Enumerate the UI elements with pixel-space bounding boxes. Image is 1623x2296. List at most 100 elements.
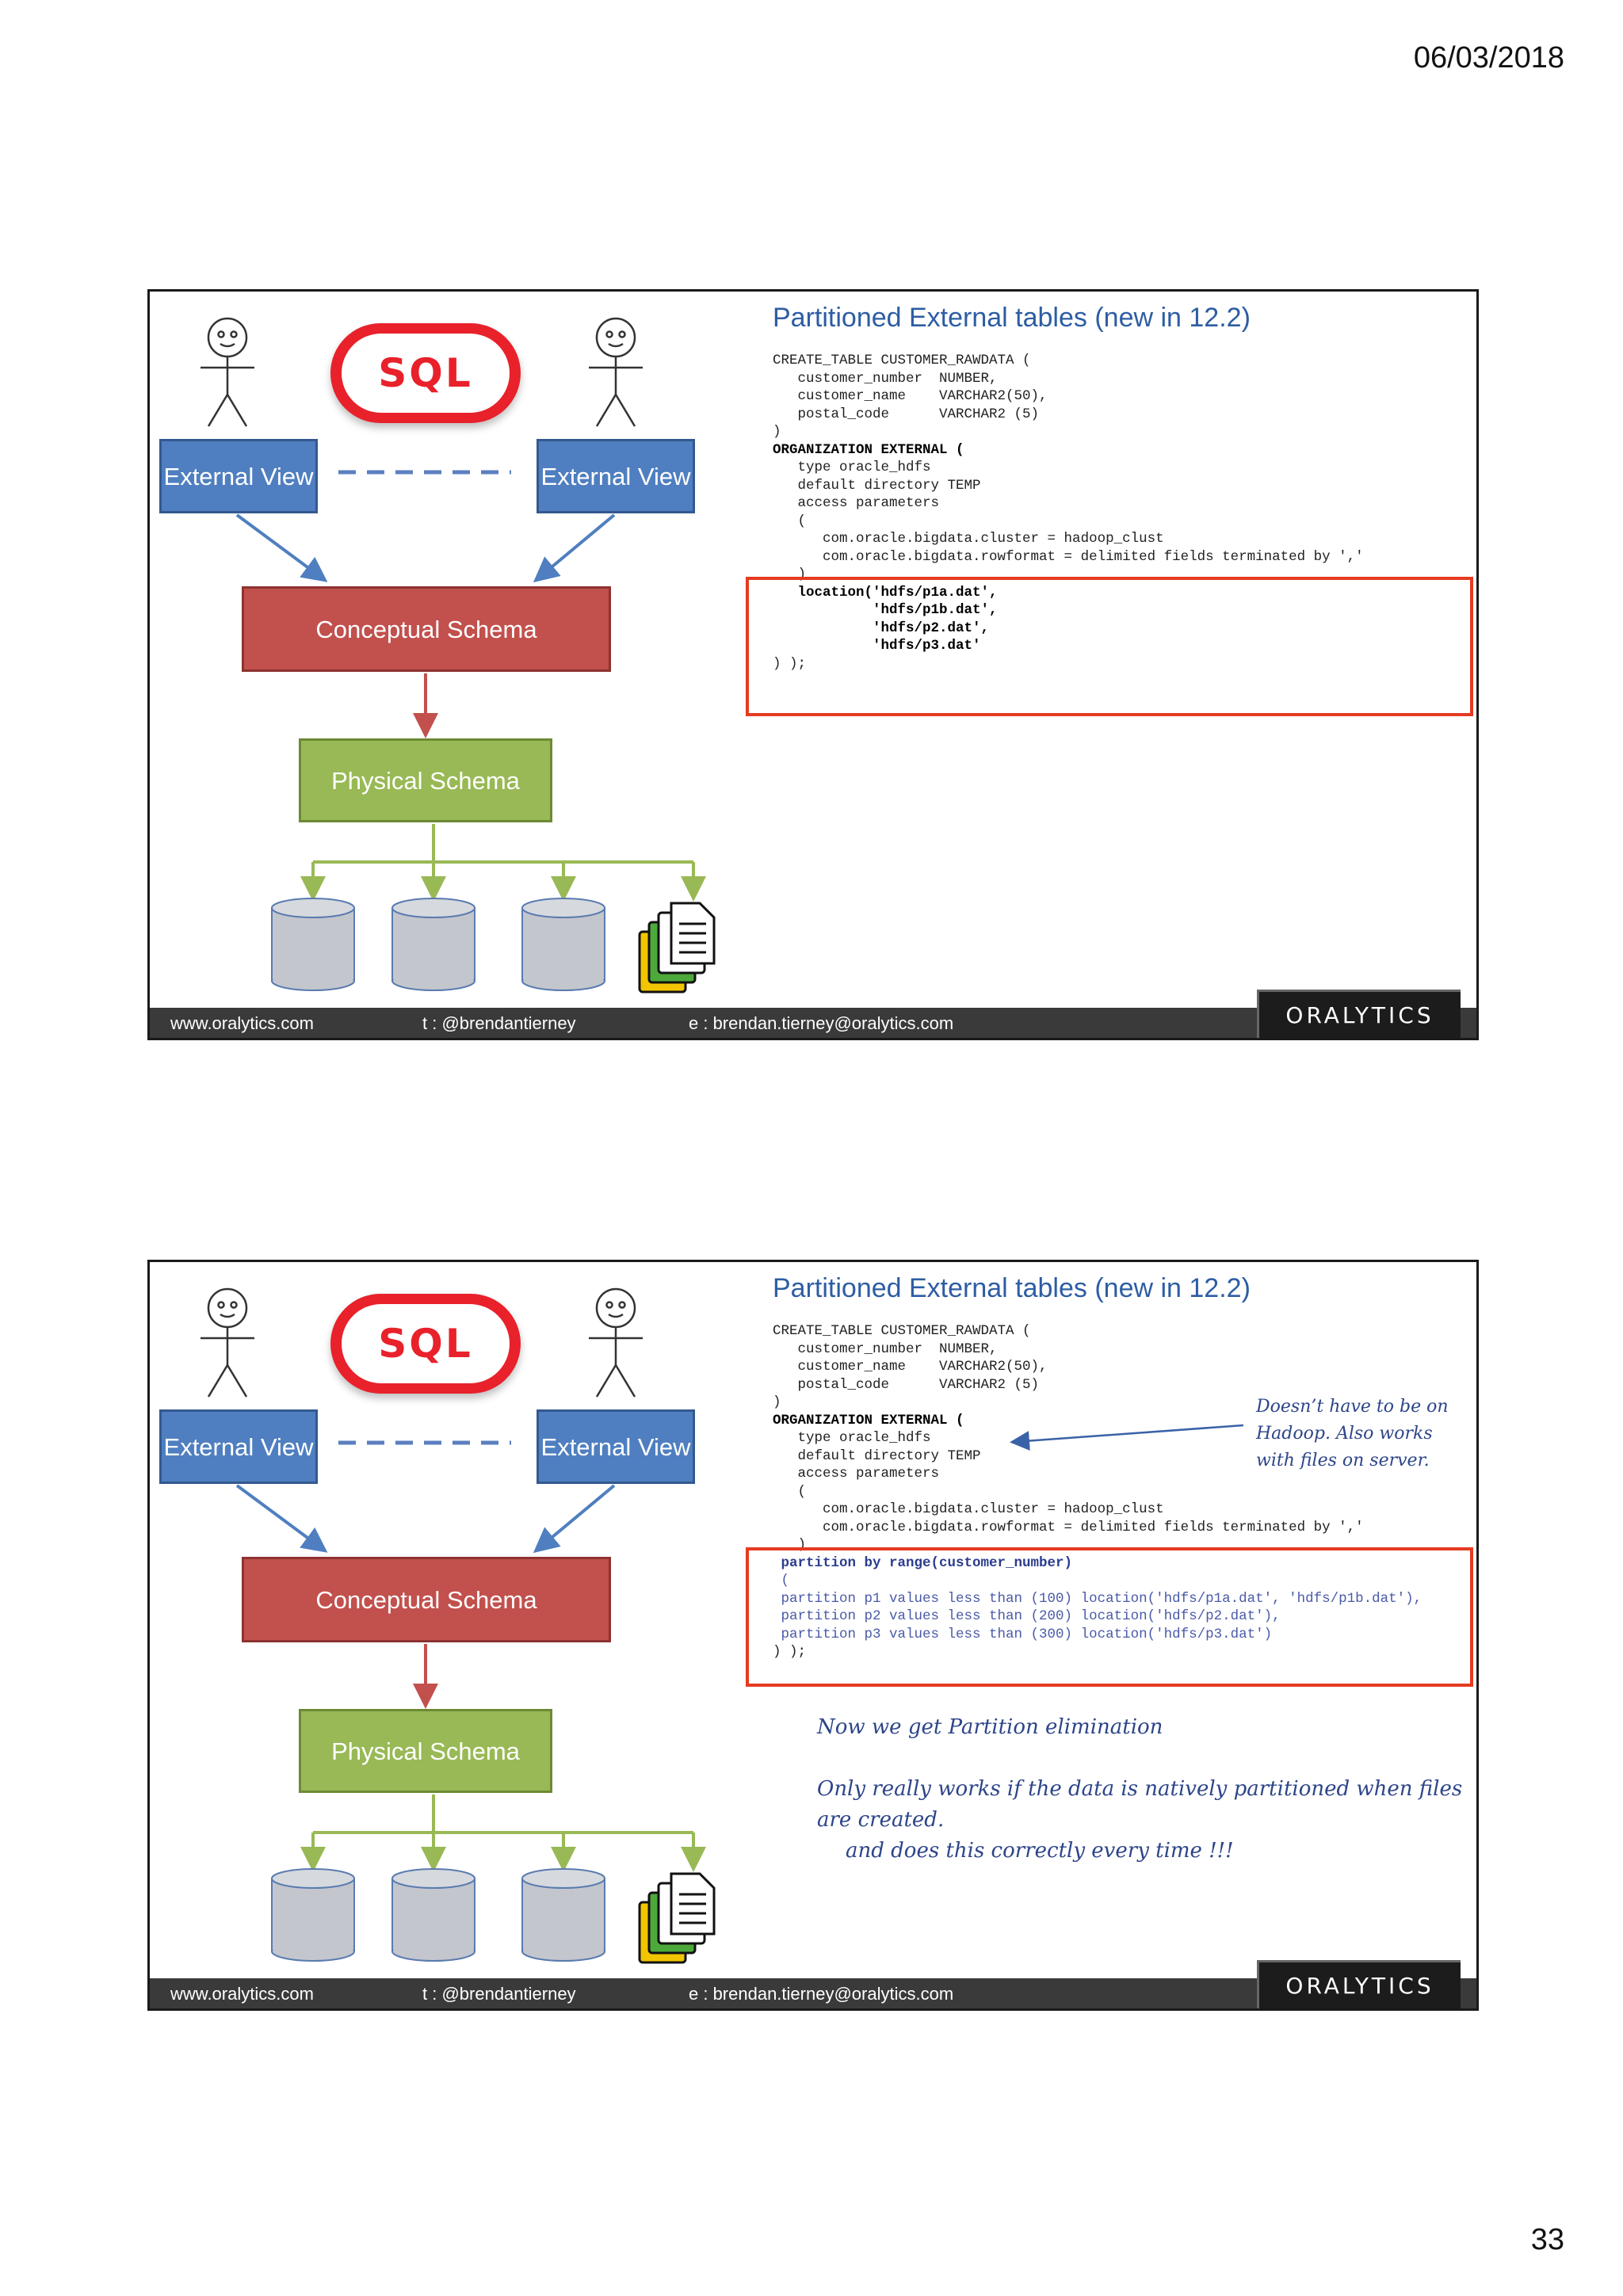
arrow-left-to-conceptual (235, 513, 328, 582)
code-line: type oracle_hdfs (773, 460, 931, 475)
external-view-right: External View (537, 439, 695, 513)
slide-footer: www.oralytics.com t : @brendantierney e … (150, 1978, 1476, 2008)
database-cylinder-icon (391, 1868, 475, 1962)
database-cylinder-icon (271, 1868, 355, 1962)
physical-tree-connector (300, 824, 706, 902)
code-line: 'hdfs/p3.dat' (773, 638, 981, 654)
sql-logo-text: SQL (342, 1304, 510, 1383)
footer-email: e : brendan.tierney@oralytics.com (689, 1984, 954, 2004)
code-line: location('hdfs/p1a.dat', (773, 584, 998, 601)
slide-footer: www.oralytics.com t : @brendantierney e … (150, 1008, 1476, 1038)
code-line: ) ); (773, 1644, 807, 1660)
footer-website: www.oralytics.com (170, 1984, 314, 2004)
arrow-right-to-conceptual (533, 1484, 616, 1554)
schema-diagram (200, 317, 716, 994)
physical-schema: Physical Schema (299, 1709, 552, 1793)
bottom-notes: Now we get Partition elimination Only re… (817, 1712, 1462, 1867)
highlight-box (746, 577, 1473, 716)
code-line: customer_name VARCHAR2(50), (773, 388, 1048, 404)
side-note-line: Hadoop. Also works (1256, 1424, 1433, 1444)
schema-diagram (200, 1287, 716, 1964)
physical-tree-connector (300, 1794, 706, 1872)
code-line: ORGANIZATION EXTERNAL ( (773, 1412, 964, 1428)
code-line: ) ); (773, 655, 807, 672)
external-view-left: External View (159, 1409, 318, 1484)
note-line: are created. (817, 1808, 945, 1832)
slide-1: SQL External View External View Conceptu… (147, 289, 1479, 1040)
physical-schema: Physical Schema (299, 738, 552, 822)
conceptual-schema: Conceptual Schema (242, 1557, 611, 1642)
page-date: 06/03/2018 (1413, 41, 1564, 74)
stacked-files-icon (638, 902, 716, 994)
code-line: ) (773, 566, 807, 582)
sql-logo-text: SQL (342, 334, 510, 413)
database-cylinder-icon (271, 898, 355, 991)
code-line: ( (773, 513, 807, 529)
code-line: access parameters (773, 495, 940, 511)
note-line: Now we get Partition elimination (817, 1715, 1163, 1739)
code-line: type oracle_hdfs (773, 1430, 931, 1446)
code-line: com.oracle.bigdata.rowformat = delimited… (773, 548, 1364, 565)
code-line: ) (773, 424, 781, 440)
footer-website: www.oralytics.com (170, 1013, 314, 1033)
code-line: postal_code VARCHAR2 (5) (773, 1376, 1040, 1393)
code-line: partition p2 values less than (200) loca… (773, 1608, 1281, 1624)
oralytics-logo: ORALYTICS (1257, 990, 1461, 1038)
code-line: postal_code VARCHAR2 (5) (773, 406, 1040, 422)
database-cylinder-icon (391, 898, 475, 991)
code-line: ( (773, 1573, 790, 1589)
stick-figure-icon (589, 317, 643, 427)
code-line: partition by range(customer_number) (773, 1554, 1073, 1571)
code-line: ) (773, 1537, 807, 1553)
oralytics-logo: ORALYTICS (1257, 1960, 1461, 2008)
slide-2: SQL External View External View Conceptu… (147, 1260, 1479, 2011)
code-line: partition p3 values less than (300) loca… (773, 1626, 1273, 1642)
code-line: partition p1 values less than (100) loca… (773, 1590, 1423, 1607)
slide-title: Partitioned External tables (new in 12.2… (773, 303, 1251, 333)
arrow-right-to-conceptual (533, 513, 616, 583)
footer-twitter: t : @brendantierney (422, 1013, 576, 1033)
code-line: CREATE_TABLE CUSTOMER_RAWDATA ( (773, 353, 1031, 368)
note-line: Only really works if the data is nativel… (817, 1777, 1463, 1801)
stacked-files-icon (638, 1872, 716, 1964)
note-line: and does this correctly every time !!! (846, 1839, 1234, 1863)
stick-figure-icon (200, 1287, 254, 1398)
highlight-box (746, 1547, 1473, 1687)
sql-logo-icon: SQL (330, 323, 521, 423)
side-note-line: with files on server. (1256, 1451, 1430, 1470)
code-line: CREATE_TABLE CUSTOMER_RAWDATA ( (773, 1323, 1031, 1339)
code-line: com.oracle.bigdata.cluster = hadoop_clus… (773, 1501, 1164, 1517)
side-note: Doesn’t have to be on Hadoop. Also works… (1256, 1394, 1449, 1474)
code-line: customer_number NUMBER, (773, 370, 998, 387)
code-line: ( (773, 1483, 807, 1500)
slide-title: Partitioned External tables (new in 12.2… (773, 1273, 1251, 1303)
database-cylinder-icon (521, 898, 605, 991)
code-line: customer_name VARCHAR2(50), (773, 1359, 1048, 1375)
code-line: com.oracle.bigdata.rowformat = delimited… (773, 1519, 1364, 1535)
conceptual-schema: Conceptual Schema (242, 586, 611, 672)
stick-figure-icon (589, 1287, 643, 1398)
code-line: default directory TEMP (773, 1447, 981, 1464)
footer-email: e : brendan.tierney@oralytics.com (689, 1013, 954, 1033)
code-line: com.oracle.bigdata.cluster = hadoop_clus… (773, 531, 1164, 547)
sql-logo-icon: SQL (330, 1294, 521, 1394)
page-number: 33 (1530, 2223, 1564, 2256)
stick-figure-icon (200, 317, 254, 427)
code-line: 'hdfs/p1b.dat', (773, 602, 998, 618)
code-line: default directory TEMP (773, 477, 981, 494)
footer-twitter: t : @brendantierney (422, 1984, 576, 2004)
code-block: CREATE_TABLE CUSTOMER_RAWDATA ( customer… (773, 1322, 1422, 1661)
code-line: ORGANIZATION EXTERNAL ( (773, 441, 964, 458)
code-line: customer_number NUMBER, (773, 1341, 998, 1357)
code-line: 'hdfs/p2.dat', (773, 620, 990, 636)
side-note-arrow (1010, 1424, 1244, 1451)
code-line: ) (773, 1394, 781, 1410)
side-note-line: Doesn’t have to be on (1256, 1397, 1449, 1417)
arrow-left-to-conceptual (235, 1484, 328, 1553)
code-block: CREATE_TABLE CUSTOMER_RAWDATA ( customer… (773, 352, 1364, 673)
database-cylinder-icon (521, 1868, 605, 1962)
external-view-right: External View (537, 1409, 695, 1484)
code-line: access parameters (773, 1466, 940, 1482)
external-view-left: External View (159, 439, 318, 513)
note-spacer (817, 1743, 1462, 1774)
